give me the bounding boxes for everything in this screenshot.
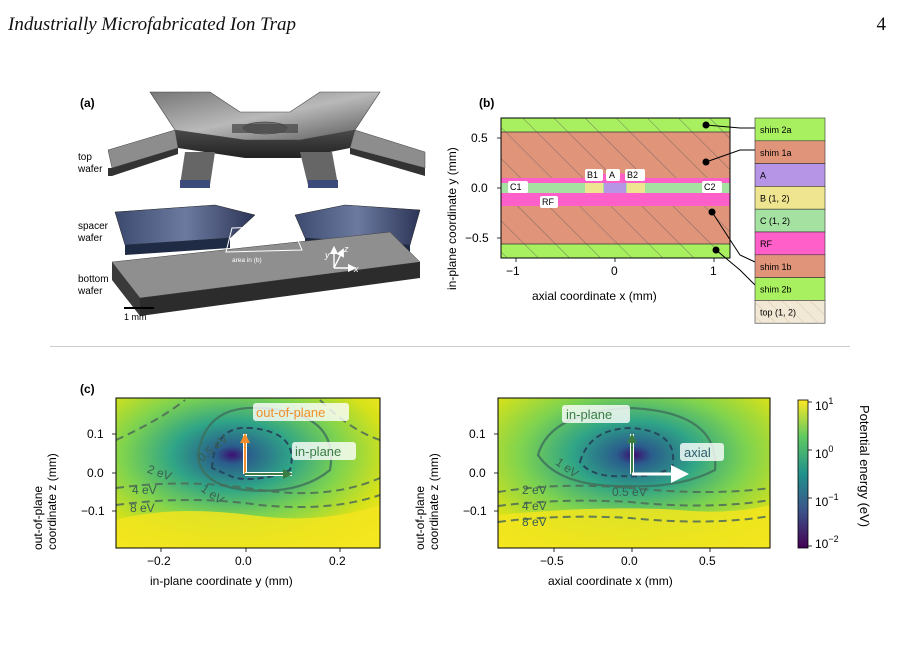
legend-label: shim 2b	[760, 285, 792, 295]
svg-text:out-of-plane: out-of-plane	[31, 486, 45, 550]
b-ytick-2: −0.5	[465, 231, 489, 245]
right-xtick-1: 0.0	[621, 554, 638, 568]
b-ylabel: in-plane coordinate y (mm)	[445, 147, 459, 290]
right-ytick-2: −0.1	[463, 504, 487, 518]
legend-label: C (1, 2)	[760, 216, 790, 226]
triad-y: y	[324, 250, 330, 260]
panel-a-tag: (a)	[80, 96, 95, 110]
colorbar-tick: 101	[815, 396, 833, 413]
left-arrow-up-label: out-of-plane	[256, 405, 325, 420]
left-xtick-0: −0.2	[147, 554, 171, 568]
potential-map-left	[115, 397, 381, 549]
b-xtick-0: −1	[506, 264, 520, 278]
panel-c: (c) out-of-plane in-p	[31, 382, 872, 588]
left-xtick-2: 0.2	[329, 554, 346, 568]
left-ytick-1: 0.0	[87, 466, 104, 480]
tag-c1: C1	[510, 182, 522, 192]
left-ticks	[112, 433, 341, 552]
svg-text:coordinate z (mm): coordinate z (mm)	[45, 453, 59, 550]
svg-text:coordinate z (mm): coordinate z (mm)	[427, 453, 441, 550]
right-ticks	[494, 433, 711, 552]
legend-dots	[702, 121, 720, 254]
legend-label: A	[760, 171, 766, 181]
panel-c-tag: (c)	[80, 382, 95, 396]
legend-label: shim 1b	[760, 262, 792, 272]
legend-label: shim 2a	[760, 125, 792, 135]
right-ylabel: out-of-plane coordinate z (mm)	[413, 453, 441, 550]
right-xlabel: axial coordinate x (mm)	[548, 574, 673, 588]
right-contour-4: 4 eV	[522, 499, 547, 513]
right-xtick-0: −0.5	[540, 554, 564, 568]
b-ytick-1: 0.0	[471, 181, 488, 195]
tag-rf: RF	[542, 197, 554, 207]
tag-a: A	[609, 170, 615, 180]
electrode-map	[500, 117, 731, 259]
left-arrow-right-label: in-plane	[295, 444, 341, 459]
left-xtick-1: 0.0	[235, 554, 252, 568]
legend-leaders	[705, 124, 756, 286]
running-header-title: Industrially Microfabricated Ion Trap	[8, 14, 296, 35]
triad-z: z	[343, 244, 349, 254]
right-xtick-2: 0.5	[699, 554, 716, 568]
right-ytick-0: 0.1	[469, 427, 486, 441]
left-contour-4: 4 eV	[132, 483, 157, 497]
legend-label: B (1, 2)	[760, 193, 790, 203]
b-xtick-1: 0	[611, 264, 618, 278]
colorbar: 101 100 10−1 10−2 Potential energy (eV)	[797, 396, 872, 551]
tag-b1: B1	[587, 170, 598, 180]
right-arrow-right-label: axial	[684, 445, 711, 460]
colorbar-tick: 100	[815, 444, 833, 461]
b-xlabel: axial coordinate x (mm)	[532, 289, 657, 303]
electrode-tags: C1 B1 A B2 C2 RF	[508, 169, 722, 208]
colorbar-tick: 10−1	[815, 492, 839, 509]
left-ylabel: out-of-plane coordinate z (mm)	[31, 453, 59, 550]
tag-b2: B2	[627, 170, 638, 180]
colorbar-tick: 10−2	[815, 534, 839, 551]
right-arrow-up-label: in-plane	[566, 407, 612, 422]
electrode-legend: shim 2a shim 1a A B (1, 2) C (1, 2) RF shim 1b…	[754, 117, 826, 324]
legend-label: shim 1a	[760, 148, 792, 158]
b-xtick-2: 1	[710, 264, 717, 278]
axes-triad: x y z	[324, 244, 359, 274]
left-ytick-0: 0.1	[87, 427, 104, 441]
left-xlabel: in-plane coordinate y (mm)	[150, 574, 293, 588]
left-ytick-2: −0.1	[81, 504, 105, 518]
triad-x: x	[353, 264, 359, 274]
top-wafer-render	[107, 91, 426, 188]
colorbar-label: Potential energy (eV)	[857, 405, 872, 527]
label-area-in-b: area in (b)	[232, 257, 262, 264]
right-ytick-1: 0.0	[469, 466, 486, 480]
page-number: 4	[876, 14, 887, 35]
legend-label: top (1, 2)	[760, 307, 796, 317]
right-contour-8: 8 eV	[522, 515, 547, 529]
right-contour-0.5: 0.5 eV	[612, 485, 647, 499]
legend-label: RF	[760, 239, 772, 249]
b-ytick-0: 0.5	[471, 131, 488, 145]
panel-b-ticks	[497, 137, 715, 262]
svg-text:out-of-plane: out-of-plane	[413, 486, 427, 550]
left-contour-8: 8 eV	[130, 501, 155, 515]
panel-b: (b) C1 B1 A	[445, 96, 826, 324]
tag-c2: C2	[704, 182, 716, 192]
scale-bar-label: 1 mm	[124, 312, 147, 322]
panel-separator	[50, 346, 850, 347]
panel-b-tag: (b)	[479, 96, 494, 110]
right-contour-2: 2 eV	[522, 483, 547, 497]
